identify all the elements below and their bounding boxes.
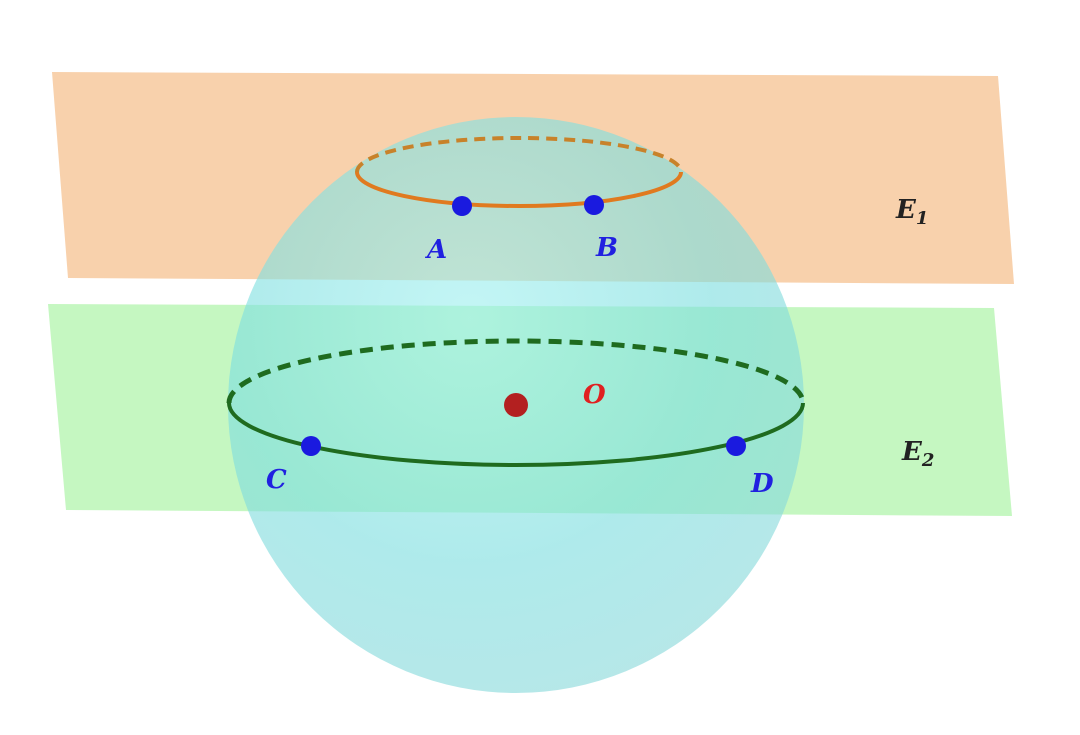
label-e2-main: E	[901, 437, 923, 467]
great-circle-front	[227, 402, 805, 467]
point-c	[301, 436, 321, 456]
top-circle-back	[355, 136, 683, 173]
point-d	[726, 436, 746, 456]
point-a	[452, 196, 472, 216]
top-circle	[355, 136, 683, 208]
label-e1-sub: 1	[916, 208, 929, 229]
label-e1-main: E	[895, 195, 917, 225]
label-c: C	[266, 465, 287, 495]
center-o	[504, 393, 528, 417]
label-a: A	[424, 235, 447, 265]
label-e2: E2	[901, 437, 934, 471]
top-circle-front	[355, 171, 683, 208]
label-e1: E1	[895, 195, 928, 229]
label-o: O	[583, 380, 606, 410]
label-e2-sub: 2	[921, 450, 935, 471]
label-b: B	[595, 233, 618, 263]
point-b	[584, 195, 604, 215]
great-circle-back	[226, 338, 806, 404]
great-circle	[226, 338, 806, 467]
label-d: D	[750, 469, 774, 499]
